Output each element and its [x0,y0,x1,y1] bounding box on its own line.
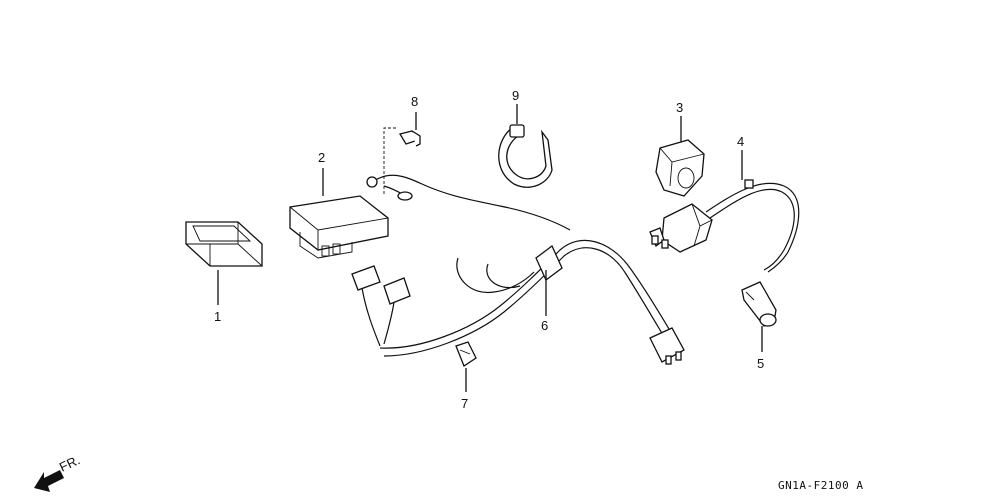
part-7-clamp [455,341,477,392]
part-number-7: 7 [461,396,468,411]
part-number-2: 2 [318,150,325,165]
figure-code: GN1A-F2100 A [778,479,863,492]
part-9-band [498,104,553,188]
part-number-5: 5 [757,356,764,371]
part-number-4: 4 [737,134,744,149]
front-direction-arrow-icon [34,470,64,492]
part-1-holder [185,221,263,305]
part-number-3: 3 [676,100,683,115]
part-2-cdi-unit [289,168,389,259]
bolt-alignment-line [383,127,396,196]
part-number-6: 6 [541,318,548,333]
part-number-8: 8 [411,94,418,109]
part-number-1: 1 [214,309,221,324]
part-6-wire-harness [351,174,685,365]
part-8-bolt [398,112,421,147]
direction-label: FR. [57,452,82,474]
part-3-rubber-mount [655,116,705,197]
part-5-plug-cap [741,281,777,352]
part-number-9: 9 [512,88,519,103]
part-4-ignition-coil [649,150,800,273]
